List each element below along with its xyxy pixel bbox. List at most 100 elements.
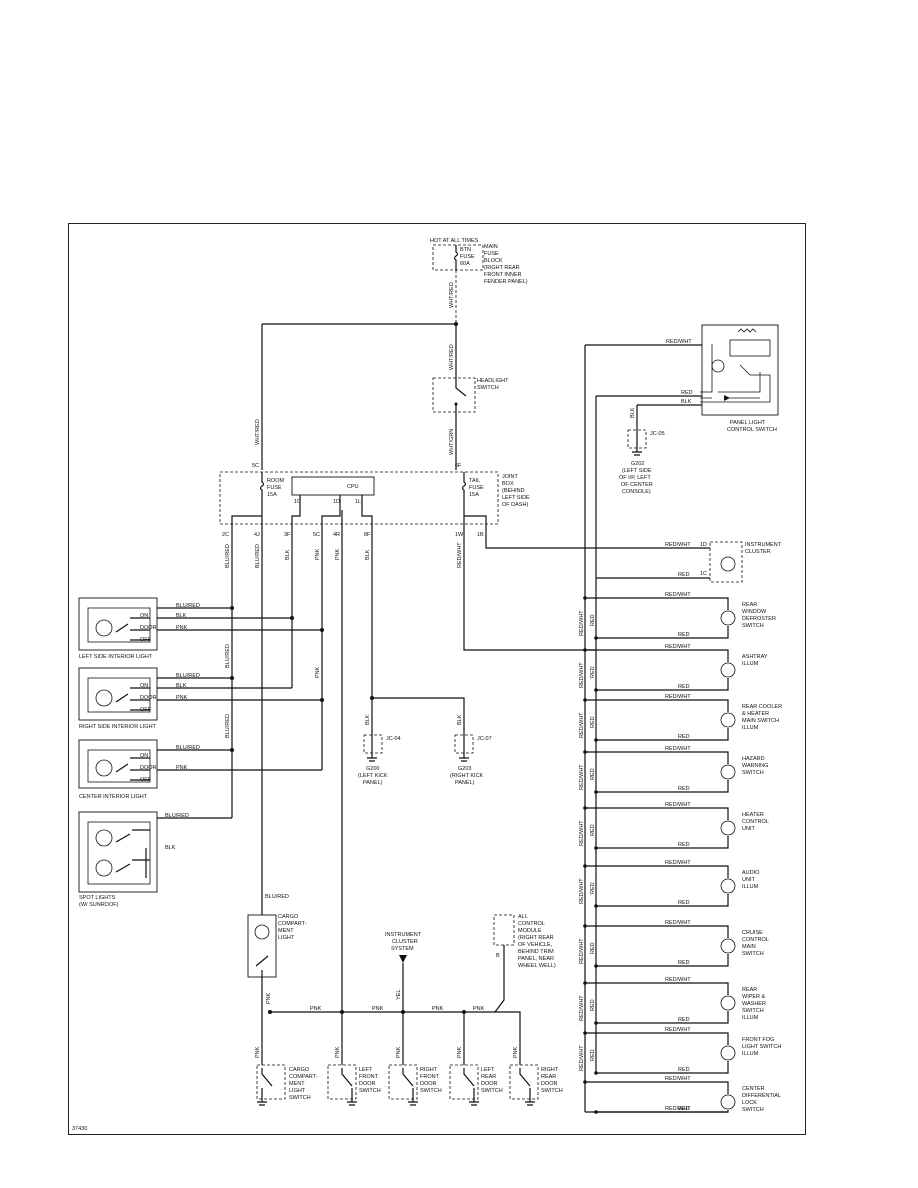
right-door: DOOR	[140, 695, 157, 701]
cargo-light-bulb	[254, 924, 270, 940]
g203-2: (RIGHT KICK	[450, 773, 484, 779]
cpu-label: CPU	[347, 484, 359, 490]
cargo-light-3: MENT	[278, 928, 294, 934]
ds2-4: SWITCH	[420, 1088, 442, 1094]
splice-l2	[290, 616, 294, 620]
jb-pin-5c-top: 5C	[252, 463, 259, 469]
illum-bus-label-rw-7: RED/WHT	[579, 995, 585, 1021]
left-interior-wires	[157, 607, 322, 631]
illum-label-6-1: CONTROL	[742, 937, 769, 943]
main-fuse-block-2: FUSE	[484, 251, 499, 257]
ds0-5: SWITCH	[289, 1095, 311, 1101]
spot-lights-2: (W/ SUNROOF)	[79, 902, 119, 908]
jb-pin-1b: 1B	[477, 532, 484, 538]
jb-pin-6f-top: 6F	[455, 463, 462, 469]
wire-label-blk-3: BLK	[365, 714, 371, 725]
illum-label-2-3: ILLUM	[742, 725, 759, 731]
ds1-2: FRONT	[359, 1074, 379, 1080]
ds2-3: DOOR	[420, 1081, 437, 1087]
illum-red-9: RED	[678, 1106, 690, 1112]
main-fuse-line-1: BTN	[460, 247, 471, 253]
main-fuse-block-4: (RIGHT REAR	[484, 265, 520, 271]
panel-light-2: CONTROL SWITCH	[727, 427, 777, 433]
illum-red-wht-5: RED/WHT	[665, 860, 691, 866]
center-off: OFF	[140, 777, 152, 783]
center-interior-bulb	[95, 759, 113, 777]
jb-label-5: OF DASH)	[502, 502, 528, 508]
jc04-box	[363, 734, 383, 754]
right-interior-label: RIGHT SIDE INTERIOR LIGHT	[79, 724, 157, 730]
right-interior-switch	[115, 687, 150, 711]
illum-bus-label-rw-4: RED/WHT	[579, 820, 585, 846]
tail-fuse-3: 15A	[469, 492, 479, 498]
ds4-1: RIGHT	[541, 1067, 559, 1073]
illum-label-7-3: SWITCH	[742, 1008, 764, 1014]
panel-light-1: PANEL LIGHT	[730, 420, 766, 426]
g200-ground	[367, 735, 377, 762]
instrument-cluster-1: INSTRUMENT	[745, 542, 782, 548]
illum-label-7-0: REAR	[742, 987, 757, 993]
jb-label-1: JOINT	[502, 474, 519, 480]
g202-5: CONSOLE)	[622, 489, 651, 495]
illum-label-8-2: ILLUM	[742, 1051, 759, 1057]
jc05-label: JC-05	[650, 431, 665, 437]
diagram-frame	[68, 223, 806, 1135]
wire-red-wht-1w	[463, 524, 595, 651]
illum-label-5-1: UNIT	[742, 877, 755, 883]
center-interior-label: CENTER INTERIOR LIGHT	[79, 794, 148, 800]
illum-label-9-3: SWITCH	[742, 1107, 764, 1113]
spot-light-bulb-1	[95, 829, 113, 847]
wire-label-blu-red-r1: BLU/RED	[176, 673, 200, 679]
cpu-internal-wires	[291, 495, 373, 524]
illum-label-6-2: MAIN	[742, 944, 756, 950]
main-fuse-block-3: BLOCK	[484, 258, 503, 264]
illum-item-6: RED/WHTREDCRUISECONTROLMAINSWITCHRED/WHT…	[579, 920, 769, 968]
headlight-switch-box	[432, 377, 476, 413]
headlight-switch-2: SWITCH	[477, 385, 499, 391]
figure-id: 37430	[72, 1126, 87, 1132]
door-switch-rf	[388, 1064, 418, 1106]
panel-light-diode	[724, 395, 730, 401]
illum-label-1-0: ASHTRAY	[742, 654, 768, 660]
cpu-pin-1c: 1C	[294, 499, 301, 505]
ds1-4: SWITCH	[359, 1088, 381, 1094]
g203-ground	[459, 735, 469, 762]
illum-item-0: RED/WHTREDREARWINDOWDEFROSTERSWITCHRED/W…	[579, 592, 776, 640]
illum-red-3: RED	[678, 786, 690, 792]
center-door: DOOR	[140, 765, 157, 771]
tail-fuse-1: TAIL	[469, 478, 480, 484]
panel-light-module	[729, 339, 771, 357]
wire-label-pnk-cargo: PNK	[266, 992, 272, 1004]
splice-r1	[230, 676, 234, 680]
wire-label-pnk-l1: PNK	[176, 625, 188, 631]
jb-pin-4j: 4J	[254, 532, 260, 538]
wire-label-pnk-d4: PNK	[513, 1046, 519, 1058]
splice-l1	[230, 606, 234, 610]
illum-red-wht-2: RED/WHT	[665, 694, 691, 700]
wire-label-blu-red-3: BLU/RED	[225, 714, 231, 738]
illum-bus-label-r-4: RED	[590, 824, 596, 836]
ds0-4: LIGHT	[289, 1088, 306, 1094]
acm-pin: B	[496, 953, 500, 959]
main-fuse-symbol	[453, 245, 459, 270]
illum-label-7-4: ILLUM	[742, 1015, 759, 1021]
right-interior-bulb	[95, 689, 113, 707]
illum-label-7-2: WASHER	[742, 1001, 766, 1007]
main-fuse-box	[432, 244, 484, 271]
jb-pin-8f: 8F	[364, 532, 371, 538]
wire-label-red-wht-panel: RED/WHT	[666, 339, 692, 345]
jb-pin-4r: 4R	[333, 532, 340, 538]
illum-label-3-1: WARNING	[742, 763, 768, 769]
ds3-4: SWITCH	[481, 1088, 503, 1094]
illum-label-9-1: DIFFERENTIAL	[742, 1093, 781, 1099]
illum-red-wht-6: RED/WHT	[665, 920, 691, 926]
illum-red-wht-8: RED/WHT	[665, 1027, 691, 1033]
illum-red-2: RED	[678, 734, 690, 740]
wire-label-wht-red-2: WHT/RED	[449, 344, 455, 370]
spot-lights-inner	[87, 821, 151, 885]
wire-label-blu-red-2: BLU/RED	[225, 644, 231, 668]
wire-red-wht-1b	[485, 524, 710, 549]
